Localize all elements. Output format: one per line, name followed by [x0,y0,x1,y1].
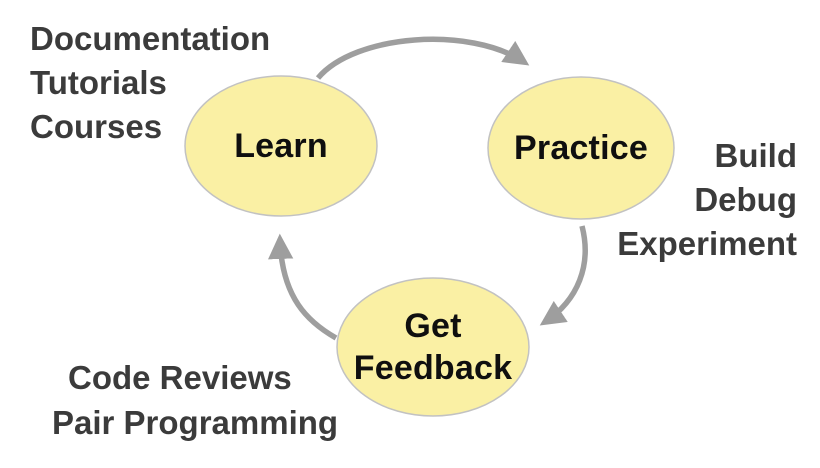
arrow-feedback-to-learn [268,233,338,341]
annotation-practice-activities: Build Debug Experiment [617,134,797,266]
annotation-learn-inputs: Documentation Tutorials Courses [30,17,270,149]
annotation-tutorials: Tutorials [30,64,167,101]
node-get-feedback-ellipse [336,277,530,417]
arrow-practice-to-feedback [539,225,588,326]
annotation-experiment: Experiment [617,225,797,262]
annotation-build: Build [714,137,797,174]
annotation-documentation: Documentation [30,20,271,57]
node-learn-ellipse [184,75,378,217]
annotation-code-reviews: Code Reviews [68,359,292,396]
annotation-debug: Debug [694,181,797,218]
annotation-courses: Courses [30,108,163,145]
node-practice-ellipse [487,76,675,220]
arrow-learn-to-practice [315,36,530,80]
annotation-pair-programming: Pair Programming [52,404,339,441]
